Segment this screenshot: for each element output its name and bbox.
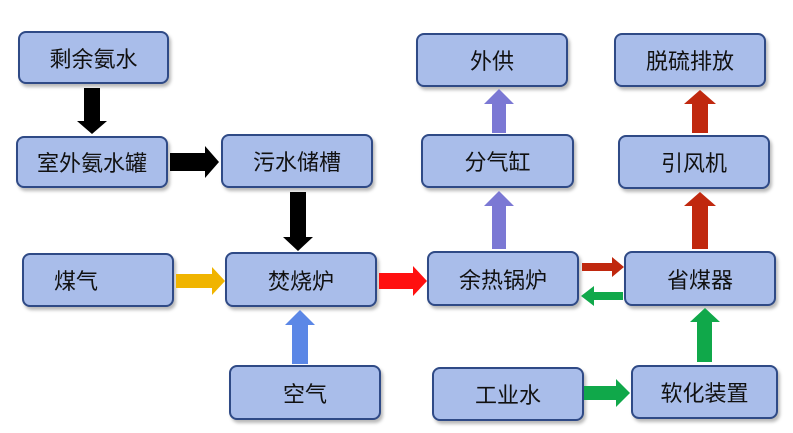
arrow-air-to-incinerator (285, 310, 315, 364)
arrow-incinerator-to-boiler (379, 266, 427, 296)
arrow-boiler-to-cylinder (484, 191, 514, 249)
arrow-softener-to-economizer (690, 308, 720, 362)
node-economizer: 省煤器 (624, 251, 776, 306)
arrow-sewage-to-incinerator (283, 192, 313, 251)
node-sewage-tank: 污水储槽 (221, 134, 373, 188)
arrow-boiler-to-economizer (582, 257, 624, 277)
node-gas: 煤气 (22, 253, 174, 307)
arrow-cylinder-to-supply (484, 89, 514, 133)
arrow-economizer-to-boiler (581, 286, 623, 306)
arrow-water-to-softener (584, 379, 630, 407)
node-incinerator: 焚烧炉 (225, 252, 377, 307)
node-air: 空气 (229, 365, 381, 420)
arrow-tank-to-sewage (170, 146, 219, 178)
node-steam-cylinder: 分气缸 (421, 134, 574, 188)
node-remaining-ammonia-water: 剩余氨水 (18, 31, 169, 84)
node-softening-device: 软化装置 (631, 365, 778, 419)
arrow-economizer-to-fan (684, 192, 716, 249)
arrow-ammonia-to-tank (77, 88, 107, 134)
arrow-gas-to-incinerator (176, 267, 225, 295)
node-external-supply: 外供 (416, 33, 568, 87)
node-desulfurization-discharge: 脱硫排放 (614, 33, 766, 87)
arrow-fan-to-discharge (684, 90, 716, 133)
node-waste-heat-boiler: 余热锅炉 (427, 251, 579, 306)
node-outdoor-ammonia-tank: 室外氨水罐 (16, 136, 168, 188)
node-induced-draft-fan: 引风机 (618, 135, 770, 189)
node-industrial-water: 工业水 (432, 367, 584, 421)
